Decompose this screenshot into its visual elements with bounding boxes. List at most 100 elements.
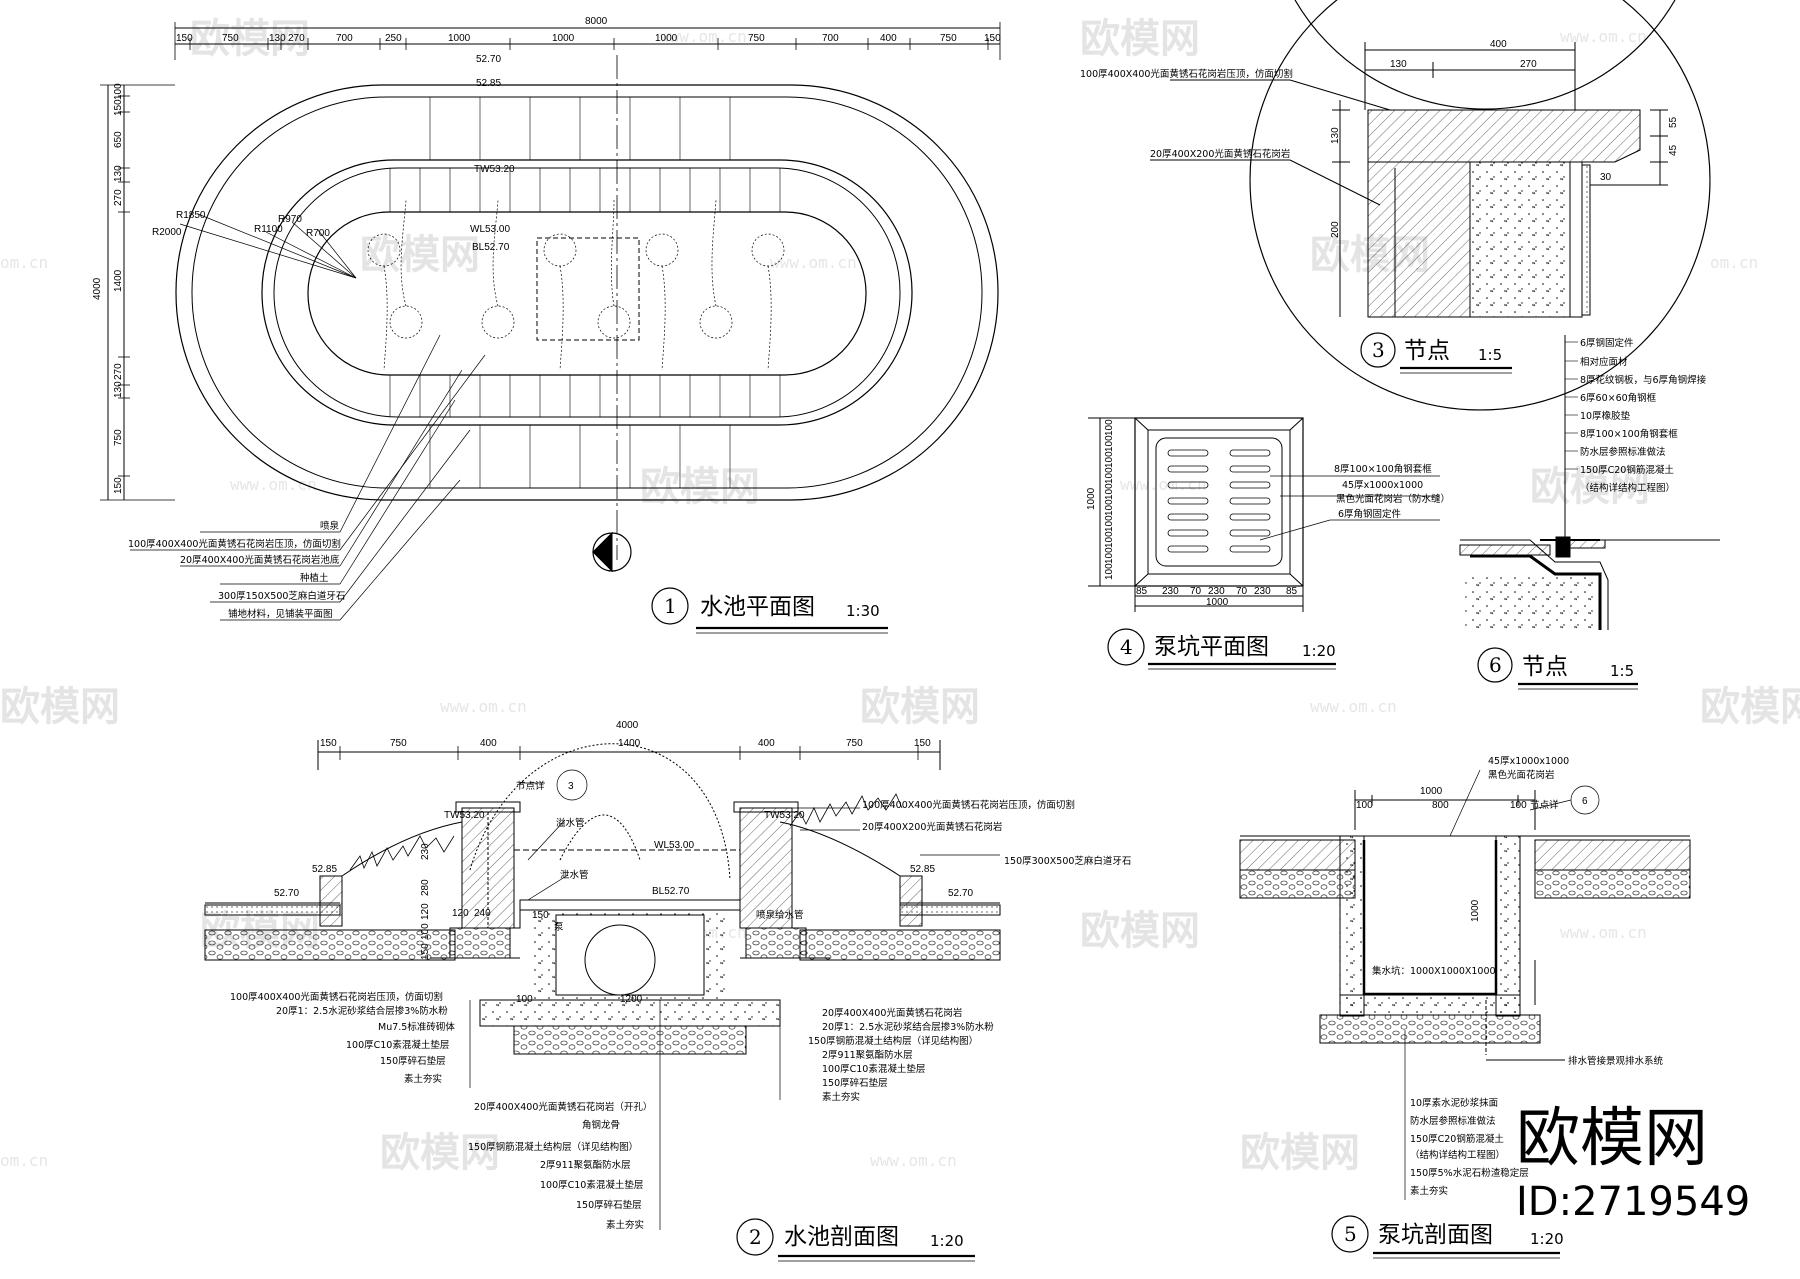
section-label: 溢水管 <box>556 817 585 829</box>
pump-plan-note: 黑色光面花岗岩（防水缝） <box>1336 493 1450 505</box>
dim-label: 270 <box>288 33 305 44</box>
section-label: 泵 <box>554 922 564 933</box>
dim-label: 150 <box>420 943 431 960</box>
dim-label: 1000 <box>448 33 471 44</box>
dim-label: 200 <box>1330 221 1341 238</box>
watermark-url: om.cn <box>0 1151 48 1170</box>
pump-plan-note: 8厚100×100角钢套框 <box>1334 463 1432 475</box>
dim-label: 55 <box>1668 116 1679 128</box>
dim-label: 1000 <box>1420 786 1443 797</box>
pool-plan-scale: 1:30 <box>846 602 880 620</box>
brand-stamp: 欧模网 ID:2719549 <box>1516 1102 1750 1225</box>
section-bottom-note: 150厚碎石垫层 <box>576 1199 642 1211</box>
pump-plan-note: 6厚角钢固定件 <box>1338 508 1402 520</box>
watermark-url: www.om.cn <box>1560 923 1647 942</box>
section-left-note: 150厚碎石垫层 <box>380 1055 446 1067</box>
node6-detail <box>1459 335 1720 690</box>
dim-label: 100 <box>1104 499 1115 516</box>
radius-label: R2000 <box>152 227 182 238</box>
dim-label: 30 <box>1600 172 1612 183</box>
dim-label: 45 <box>1668 144 1679 156</box>
pump-section-node-num: 6 <box>1582 796 1588 807</box>
dim-label: 150 <box>320 738 337 749</box>
dim-label: 85 <box>1136 586 1148 597</box>
dim-label: 280 <box>420 879 431 896</box>
section-right-note: 素土夯实 <box>822 1091 860 1103</box>
section-label: 3 <box>568 781 574 792</box>
dim-label: 250 <box>385 33 402 44</box>
pump-section-scale: 1:20 <box>1530 1230 1564 1248</box>
watermark-url: om.cn <box>0 253 48 272</box>
pump-plan-left-total: 1000 <box>1086 487 1097 510</box>
dim-label: 270 <box>113 363 124 380</box>
pump-section <box>1239 769 1691 1259</box>
section-bottom-note: 素土夯实 <box>606 1219 644 1231</box>
dim-label: 100 <box>1104 419 1115 436</box>
dim-label: 70 <box>1236 586 1248 597</box>
dim-label: 120 <box>420 903 431 920</box>
dim-label: 1200 <box>620 994 643 1005</box>
dim-label: 100 <box>420 923 431 940</box>
radius-label: R1850 <box>176 210 206 221</box>
node6-note: 10厚橡胶垫 <box>1580 410 1631 422</box>
pump-section-title: 泵坑剖面图 <box>1378 1222 1493 1248</box>
elevation-label: TW53.20 <box>474 164 515 175</box>
watermark-brand: 欧模网 <box>1530 464 1650 510</box>
section-left-note: 100厚C10素混凝土垫层 <box>346 1039 449 1051</box>
pool-plan <box>100 22 1001 634</box>
section-top-note: 100厚400X400光面黄锈石花岗岩压顶，仿面切割 <box>862 799 1075 811</box>
pump-section-drain: 排水管接景观排水系统 <box>1568 1055 1664 1067</box>
section-bottom-note: 角钢龙骨 <box>582 1119 620 1131</box>
elevation-label: TW53.20 <box>764 810 805 821</box>
elevation-label: TW53.20 <box>444 810 485 821</box>
dim-label: 1000 <box>655 33 678 44</box>
radius-label: R1100 <box>254 224 283 235</box>
section-right-note: 150厚碎石垫层 <box>822 1077 888 1089</box>
stamp-brand: 欧模网 <box>1516 1102 1708 1176</box>
dim-label: 100 <box>1104 467 1115 484</box>
watermark-brand: 欧模网 <box>0 684 120 730</box>
dim-label: 120 <box>452 908 469 919</box>
watermark-url: www.om.cn <box>1560 27 1647 46</box>
dim-label: 100 <box>1356 800 1373 811</box>
dim-label: 1400 <box>618 738 641 749</box>
dim-label: 400 <box>758 738 775 749</box>
section-marker-num: 2 <box>607 540 613 551</box>
dim-label: 100 <box>1104 435 1115 452</box>
dim-label: 150 <box>984 33 1001 44</box>
section-left-note: 20厚1：2.5水泥砂浆结合层掺3%防水粉 <box>276 1005 448 1017</box>
dim-label: 230 <box>1254 586 1271 597</box>
node3-note: 100厚400X400光面黄锈石花岗岩压顶，仿面切割 <box>1080 68 1293 80</box>
node3-text: 400 130 270 55 45 30 130 200 100厚400X400… <box>1080 39 1679 364</box>
node6-scale: 1:5 <box>1610 662 1634 680</box>
plan-note: 300厚150X500芝麻白道牙石 <box>218 590 345 602</box>
pool-section-title: 水池剖面图 <box>784 1224 899 1250</box>
section-left-note: 素土夯实 <box>404 1073 442 1085</box>
radius-label: R970 <box>278 214 302 225</box>
watermark-url: www.om.cn <box>660 27 747 46</box>
dim-label: 230 <box>1162 586 1179 597</box>
watermark-brand: 欧模网 <box>360 232 480 278</box>
dim-label: 130 <box>269 33 286 44</box>
watermark-brand: 欧模网 <box>640 464 760 510</box>
pump-section-note: 150厚C20钢筋混凝土 <box>1410 1133 1504 1145</box>
dim-label: 700 <box>336 33 353 44</box>
pump-section-node-ref: 节点详 <box>1530 799 1559 811</box>
dim-label: 150 <box>113 99 124 116</box>
elevation-label: WL53.00 <box>470 224 510 235</box>
pump-section-note: 防水层参照标准做法 <box>1410 1115 1496 1127</box>
pump-section-pit: 集水坑：1000X1000X1000 <box>1372 965 1496 977</box>
dim-label: 100 <box>113 83 124 100</box>
dim-label: 130 <box>1330 127 1341 144</box>
dim-label: 230 <box>1208 586 1225 597</box>
pump-plan-number: 4 <box>1120 635 1133 659</box>
dim-label: 1000 <box>1206 597 1229 608</box>
dim-label: 750 <box>940 33 957 44</box>
pump-plan-scale: 1:20 <box>1302 642 1336 660</box>
elevation-label: WL53.00 <box>654 840 694 851</box>
dim-label: 240 <box>474 908 491 919</box>
dim-label: 100 <box>1104 547 1115 564</box>
elevation-label: 52.70 <box>476 54 501 65</box>
pump-section-note: 150厚5%水泥石粉渣稳定层 <box>1410 1167 1529 1179</box>
section-total-dim: 4000 <box>616 720 639 731</box>
